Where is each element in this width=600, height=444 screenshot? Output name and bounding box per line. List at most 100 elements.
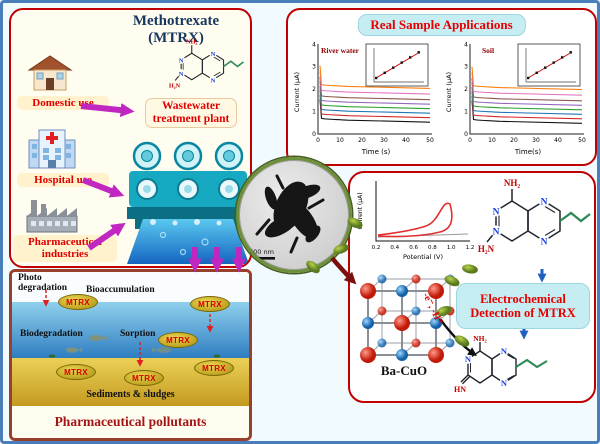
nh2-label: NH₂ xyxy=(186,38,197,45)
panel-mtrx-sources: Methotrexate (MTRX) N N N N NH₂ H₂N xyxy=(9,8,252,268)
y-tick: 3 xyxy=(464,64,468,71)
x-tick: 40 xyxy=(402,137,410,144)
cv-x-tick: 1.0 xyxy=(447,245,456,251)
n-atom-label: N xyxy=(493,228,500,238)
panel-real-samples: Real Sample Applications Current (µA) 0 … xyxy=(286,8,597,166)
factory-icon xyxy=(26,200,78,233)
label-photo-degradation: Photo degradation xyxy=(18,273,68,293)
title-line2: (MTRX) xyxy=(148,29,204,46)
x-axis-label: Time(s) xyxy=(514,148,542,156)
n-atom-label: N xyxy=(541,198,548,208)
x-tick: 20 xyxy=(358,137,366,144)
hn-label: HN xyxy=(454,385,466,394)
n-atom-label: N xyxy=(541,238,548,248)
cv-y-label: Current (µA) xyxy=(357,192,364,229)
y-axis-label: Current (µA) xyxy=(445,72,453,112)
panel-title-methotrexate: Methotrexate (MTRX) xyxy=(103,13,249,46)
br-arrows xyxy=(436,264,547,357)
panel-pharmaceutical-pollutants: Pharmaceutical pollutants Photo xyxy=(9,269,252,441)
y-tick: 0 xyxy=(464,131,468,138)
chart-soil: Current (µA) 0 1 2 3 4 0 10 20 30 40 50 … xyxy=(445,42,586,157)
x-tick: 0 xyxy=(316,137,320,144)
hospital-icon xyxy=(28,129,76,169)
n-atom-label: N xyxy=(211,77,216,84)
mtrx-ellipse: MTRX xyxy=(56,364,96,380)
x-tick: 10 xyxy=(336,137,344,144)
arrow-hospital-to-plant xyxy=(81,177,125,198)
mtrx-text: MTRX xyxy=(64,367,88,377)
detection-title-line1: Electrochemical xyxy=(480,291,566,306)
real-sample-applications-title: Real Sample Applications xyxy=(357,14,526,36)
cv-x-tick: 0.8 xyxy=(428,245,437,251)
n-atom-label: N xyxy=(179,71,184,78)
mtrx-structure-product: N N N NH₂ HN xyxy=(454,335,548,394)
x-tick: 0 xyxy=(468,137,472,144)
nh2-label: NH₂ xyxy=(473,335,487,343)
x-tick: 50 xyxy=(578,137,586,144)
mtrx-ellipse: MTRX xyxy=(190,296,230,312)
x-tick: 50 xyxy=(426,137,434,144)
ba-cuo-crystal xyxy=(360,274,455,363)
chart-river-water: Current (µA) 0 1 2 3 4 0 10 20 30 40 50 … xyxy=(293,42,434,157)
mtrx-text: MTRX xyxy=(66,297,90,307)
axes xyxy=(317,44,432,135)
n-atom-label: N xyxy=(501,346,508,356)
x-tick: 30 xyxy=(532,137,540,144)
arrow-domestic-to-plant xyxy=(80,103,135,118)
n-atom-label: N xyxy=(501,378,508,388)
mtrx-text: MTRX xyxy=(202,363,226,373)
x-tick: 20 xyxy=(510,137,518,144)
cv-plot: Current (µA) 0.2 0.4 0.6 0.8 1.0 1.2 Pot… xyxy=(357,181,475,261)
y-tick: 4 xyxy=(312,42,316,49)
mtrx-ellipse: MTRX xyxy=(124,370,164,386)
catalyst-grain-icon xyxy=(436,264,478,347)
y-tick: 3 xyxy=(312,64,316,71)
n-atom-label: N xyxy=(179,58,184,65)
cv-x-tick: 0.6 xyxy=(409,245,418,251)
cv-x-tick: 1.2 xyxy=(466,245,475,251)
y-axis-label: Current (µA) xyxy=(293,72,301,112)
house-icon xyxy=(27,55,73,91)
y-tick: 4 xyxy=(464,42,468,49)
x-axis-label: Time (s) xyxy=(361,148,391,156)
mtrx-ellipse: MTRX xyxy=(194,360,234,376)
detection-title-line2: Detection of MTRX xyxy=(470,306,576,320)
calibration-inset xyxy=(365,43,429,87)
mtrx-ellipse: MTRX xyxy=(58,294,98,310)
y-tick: 2 xyxy=(464,86,468,93)
scale-bar xyxy=(249,257,275,260)
cv-x-tick: 0.2 xyxy=(372,245,381,251)
y-tick: 1 xyxy=(464,109,468,116)
n-atom-label: N xyxy=(493,208,500,218)
h2n-label: H₂N xyxy=(478,244,495,254)
x-tick: 10 xyxy=(488,137,496,144)
label-biodegradation: Biodegradation xyxy=(20,329,83,339)
label-sorption: Sorption xyxy=(120,329,156,339)
label-sediments-sludges: Sediments & sludges xyxy=(86,389,175,400)
n-atom-label: N xyxy=(465,354,472,364)
y-tick: 0 xyxy=(312,131,316,138)
chart-title: River water xyxy=(321,46,360,55)
label-bioaccumulation: Bioaccumulation xyxy=(86,285,155,295)
y-tick: 2 xyxy=(312,86,316,93)
panel-bl-titlebar: Pharmaceutical pollutants xyxy=(12,406,249,438)
mtrx-structure-icon: N N N N NH₂ H₂N xyxy=(169,38,244,90)
cv-x-label: Potential (V) xyxy=(403,253,443,261)
label-wastewater-plant: Wastewater treatment plant xyxy=(145,98,237,128)
mtrx-text: MTRX xyxy=(132,373,156,383)
mtrx-structure-reactant: N N N N NH₂ H₂N xyxy=(478,178,591,254)
axes xyxy=(469,44,584,135)
ba-cuo-label: Ba-CuO xyxy=(380,363,428,378)
nh2-label: NH₂ xyxy=(504,178,521,188)
title-line1: Methotrexate xyxy=(132,13,220,29)
y-tick: 1 xyxy=(312,109,316,116)
arrow-industry-to-plant xyxy=(87,222,126,251)
x-tick: 40 xyxy=(554,137,562,144)
electrochemical-detection-title: Electrochemical Detection of MTRX xyxy=(456,283,590,329)
algae xyxy=(48,354,221,358)
n-atom-label: N xyxy=(211,51,216,58)
calibration-inset xyxy=(517,43,581,87)
cv-mtrx-curve xyxy=(377,202,453,238)
amperometry-curves xyxy=(319,65,431,123)
